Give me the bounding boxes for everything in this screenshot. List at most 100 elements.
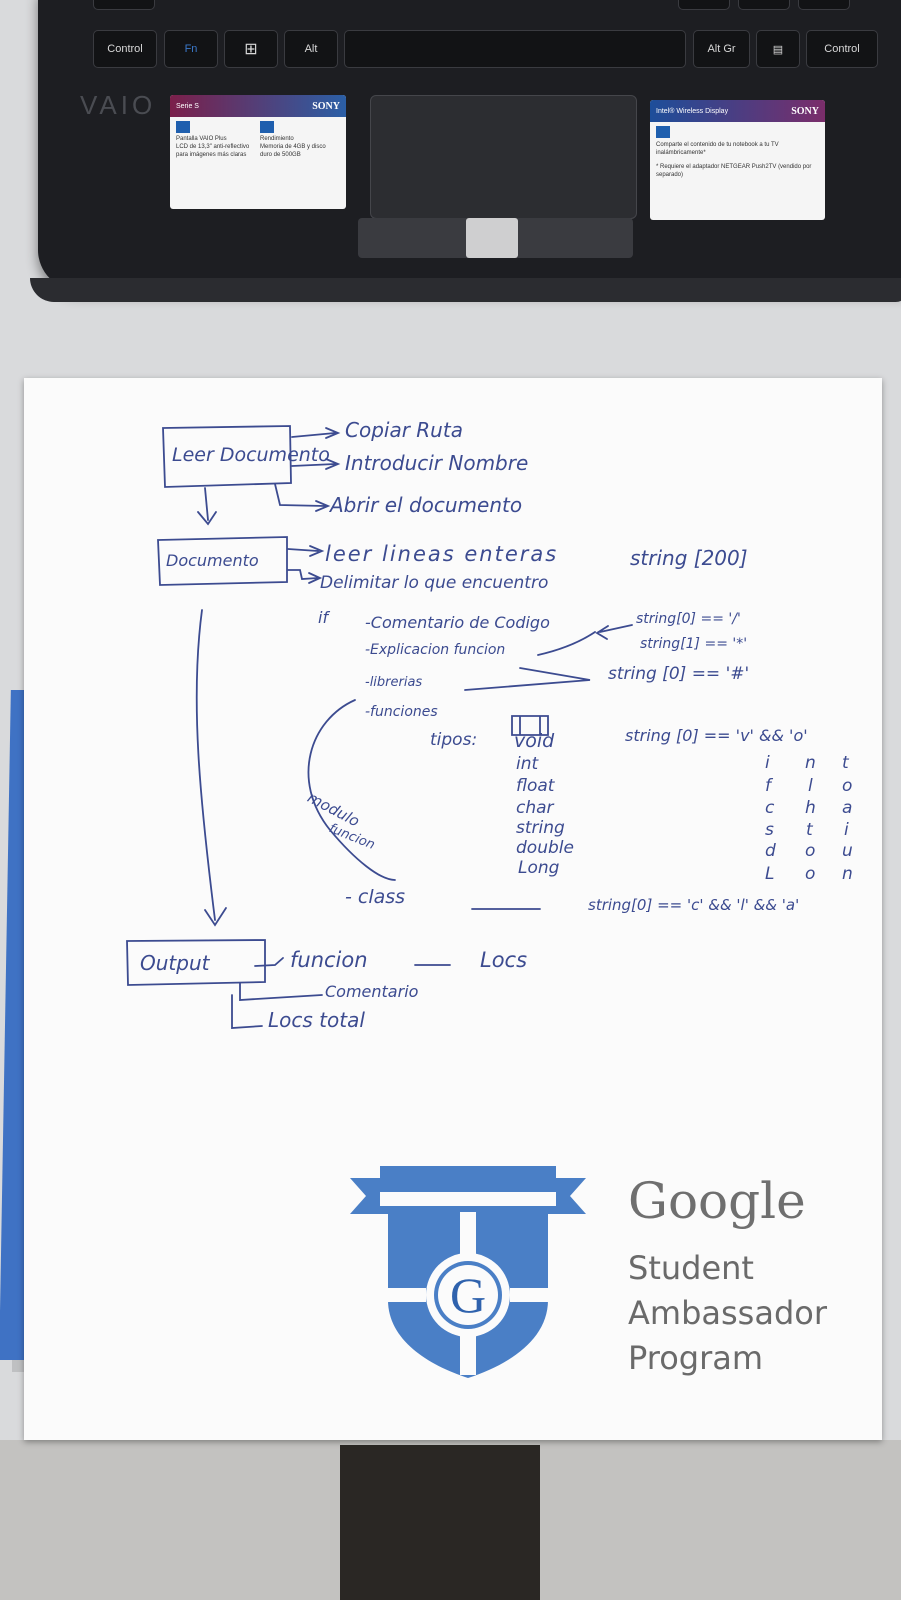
type-char: char [516, 798, 554, 818]
arrow-introducir [291, 458, 341, 470]
link-funcion [254, 957, 284, 967]
link-explicacion [537, 631, 596, 656]
fingerprint-reader [466, 218, 518, 258]
letter-i: i [765, 753, 770, 773]
letter-o3: o [805, 864, 816, 884]
key-row-top [93, 0, 155, 10]
type-string: string [516, 818, 565, 838]
box-leer-documento [162, 425, 292, 488]
letter-l: l [808, 776, 813, 796]
label-abrir-documento: Abrir el documento [330, 493, 523, 517]
letter-d: d [765, 841, 776, 861]
wireless-icon [656, 126, 670, 138]
code-librerias-hash: string [0] == '#' [608, 664, 750, 684]
sticker-col1-text: LCD de 13,3" anti-reflectivo para imágen… [176, 144, 250, 158]
link-librerias [464, 667, 591, 691]
label-out-locs: Locs [480, 948, 528, 972]
key-control-right: Control [806, 30, 878, 68]
key-row-top [678, 0, 730, 10]
label-leer-lineas: leer lineas enteras [325, 542, 559, 566]
curve-modulo [307, 699, 396, 881]
logo-line-student: Student [628, 1249, 754, 1287]
link-locs-total [231, 994, 263, 1029]
letter-f: f [765, 776, 771, 796]
label-librerias: -librerias [365, 675, 423, 690]
label-documento: Documento [166, 551, 259, 570]
arrow-down-1 [197, 487, 217, 526]
type-long: Long [518, 858, 560, 878]
google-wordmark: Google [628, 1172, 806, 1230]
label-introducir-nombre: Introducir Nombre [345, 451, 529, 475]
key-alt-gr: Alt Gr [693, 30, 750, 68]
arrow-down-2 [195, 609, 227, 927]
code-funciones: string [0] == 'v' && 'o' [625, 726, 808, 745]
code-class: string[0] == 'c' && 'l' && 'a' [588, 896, 800, 914]
label-tipos: tipos: [430, 730, 478, 750]
letter-n2: n [842, 864, 853, 884]
letter-o2: o [805, 841, 816, 861]
banner-ribbon [350, 1166, 586, 1214]
label-copiar-ruta: Copiar Ruta [345, 418, 463, 442]
logo-line-ambassador: Ambassador [628, 1294, 827, 1332]
type-float: float [516, 776, 555, 796]
box-output [126, 939, 266, 986]
box-zero-one [511, 715, 549, 736]
label-delimitar: Delimitar lo que encuentro [320, 573, 549, 593]
letter-h: h [805, 798, 816, 818]
logo-line-program: Program [628, 1339, 764, 1377]
sony-sticker-left: Serie S SONY Pantalla VAIO Plus LCD de 13… [170, 95, 346, 209]
sony-logo: SONY [312, 100, 340, 112]
dark-leg [340, 1445, 540, 1600]
arrow-comentario [595, 624, 633, 640]
label-leer-documento: Leer Documento [172, 444, 330, 466]
performance-icon [260, 121, 274, 133]
label-out-comentario: Comentario [325, 982, 419, 1001]
arrow-delimitar [287, 569, 323, 584]
sticker-col2-text: Memoria de 4GB y disco duro de 500GB [260, 144, 326, 158]
letter-s: s [765, 820, 774, 840]
letter-c: c [765, 798, 775, 818]
letter-o: o [842, 776, 853, 796]
key-row-top [738, 0, 790, 10]
letter-L: L [765, 864, 775, 884]
menu-key-icon: ▤ [772, 43, 784, 56]
label-if: if [318, 608, 329, 627]
key-menu: ▤ [756, 30, 800, 68]
ambassador-shield-logo: G [350, 1166, 586, 1378]
code-comment-slash: string[0] == '/' [636, 611, 741, 627]
letter-u: u [842, 841, 853, 861]
key-windows: ⊞ [224, 30, 278, 68]
sticker-col1-title: Pantalla VAIO Plus [176, 136, 227, 142]
label-comentario-codigo: -Comentario de Codigo [365, 613, 550, 632]
wireless-text: Comparte el contenido de tu notebook a t… [656, 142, 779, 156]
code-comment-star: string[1] == '*' [640, 636, 748, 652]
intel-wireless-sticker: Intel® Wireless Display SONY Comparte el … [650, 100, 825, 220]
display-icon [176, 121, 190, 133]
laptop-front-edge [30, 278, 901, 302]
sticker-col2-title: Rendimiento [260, 136, 294, 142]
touchpad [370, 95, 637, 219]
letter-t2: t [806, 820, 813, 840]
label-out-locs-total: Locs total [268, 1008, 365, 1032]
windows-logo-icon: ⊞ [244, 41, 258, 58]
shield-letter-g: G [450, 1267, 486, 1323]
arrow-copiar [291, 427, 341, 439]
link-comentario [239, 982, 323, 1001]
letter-a: a [842, 798, 853, 818]
code-string-200: string [200] [630, 546, 748, 570]
label-class: - class [345, 886, 406, 908]
key-alt: Alt [284, 30, 338, 68]
letter-n: n [805, 753, 816, 773]
series-label: Serie S [176, 102, 199, 110]
letter-i2: i [844, 820, 849, 840]
type-int: int [516, 754, 539, 774]
type-void: void [514, 730, 555, 752]
label-funciones: -funciones [365, 704, 438, 720]
label-output: Output [140, 951, 210, 975]
key-space [344, 30, 686, 68]
wireless-display-title: Intel® Wireless Display [656, 107, 729, 115]
key-control-left: Control [93, 30, 157, 68]
sony-logo: SONY [791, 105, 819, 117]
type-double: double [516, 838, 574, 858]
